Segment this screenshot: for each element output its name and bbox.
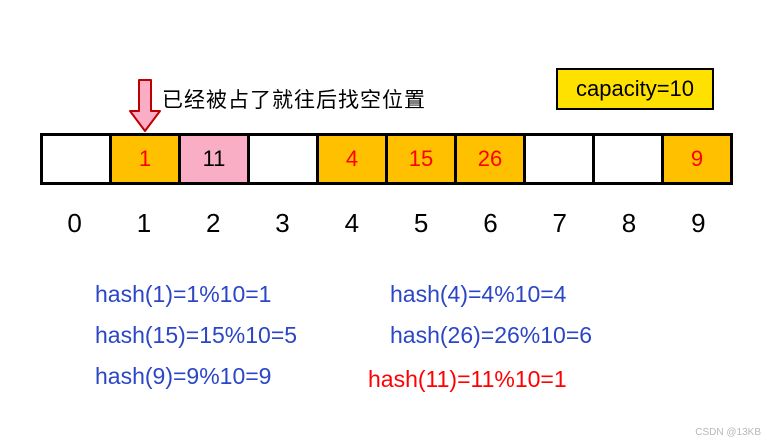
array-cell bbox=[40, 133, 112, 185]
index-label: 4 bbox=[344, 208, 360, 238]
hash-collision-formula: hash(11)=11%10=1 bbox=[368, 366, 567, 392]
index-label: 0 bbox=[67, 208, 82, 238]
cell-value: 15 bbox=[408, 146, 434, 171]
hash-formula: hash(26)=26%10=6 bbox=[390, 322, 593, 348]
capacity-label: capacity=10 bbox=[575, 76, 695, 101]
array-cell bbox=[595, 133, 664, 185]
hash-array: 1 11 4 15 26 9 bbox=[40, 133, 733, 185]
cell-value: 9 bbox=[690, 146, 704, 171]
index-label: 7 bbox=[552, 208, 567, 238]
index-label: 1 bbox=[136, 208, 152, 238]
watermark: CSDN @13KB bbox=[695, 427, 761, 438]
array-cell: 1 bbox=[112, 133, 181, 185]
index-label: 5 bbox=[413, 208, 429, 238]
cell-value: 1 bbox=[138, 146, 152, 171]
cell-value: 26 bbox=[477, 146, 503, 171]
index-label: 6 bbox=[483, 208, 498, 238]
hash-formula: hash(1)=1%10=1 bbox=[95, 281, 272, 307]
probe-annotation-text: 已经被占了就往后找空位置 bbox=[162, 89, 426, 112]
hash-formula: hash(9)=9%10=9 bbox=[95, 363, 272, 389]
array-cell: 15 bbox=[388, 133, 457, 185]
index-label: 9 bbox=[691, 208, 706, 238]
index-row: 0 1 2 3 4 5 6 7 8 9 bbox=[40, 208, 733, 239]
hash-formulas-right: hash(4)=4%10=4 hash(26)=26%10=6 bbox=[390, 274, 592, 356]
array-cell: 4 bbox=[319, 133, 388, 185]
hash-formulas-left: hash(1)=1%10=1 hash(15)=15%10=5 hash(9)=… bbox=[95, 274, 297, 397]
cell-value: 4 bbox=[345, 146, 359, 171]
index-label: 8 bbox=[621, 208, 637, 238]
cell-value: 11 bbox=[202, 146, 226, 171]
index-label: 2 bbox=[206, 208, 221, 238]
hash-formula: hash(4)=4%10=4 bbox=[390, 281, 567, 307]
array-cell bbox=[526, 133, 595, 185]
array-cell: 9 bbox=[664, 133, 733, 185]
index-label: 3 bbox=[275, 208, 290, 238]
array-cell: 26 bbox=[457, 133, 526, 185]
capacity-box: capacity=10 bbox=[556, 68, 714, 110]
down-arrow-icon bbox=[129, 79, 161, 132]
array-cell bbox=[250, 133, 319, 185]
hash-formula: hash(15)=15%10=5 bbox=[95, 322, 298, 348]
array-cell: 11 bbox=[181, 133, 250, 185]
